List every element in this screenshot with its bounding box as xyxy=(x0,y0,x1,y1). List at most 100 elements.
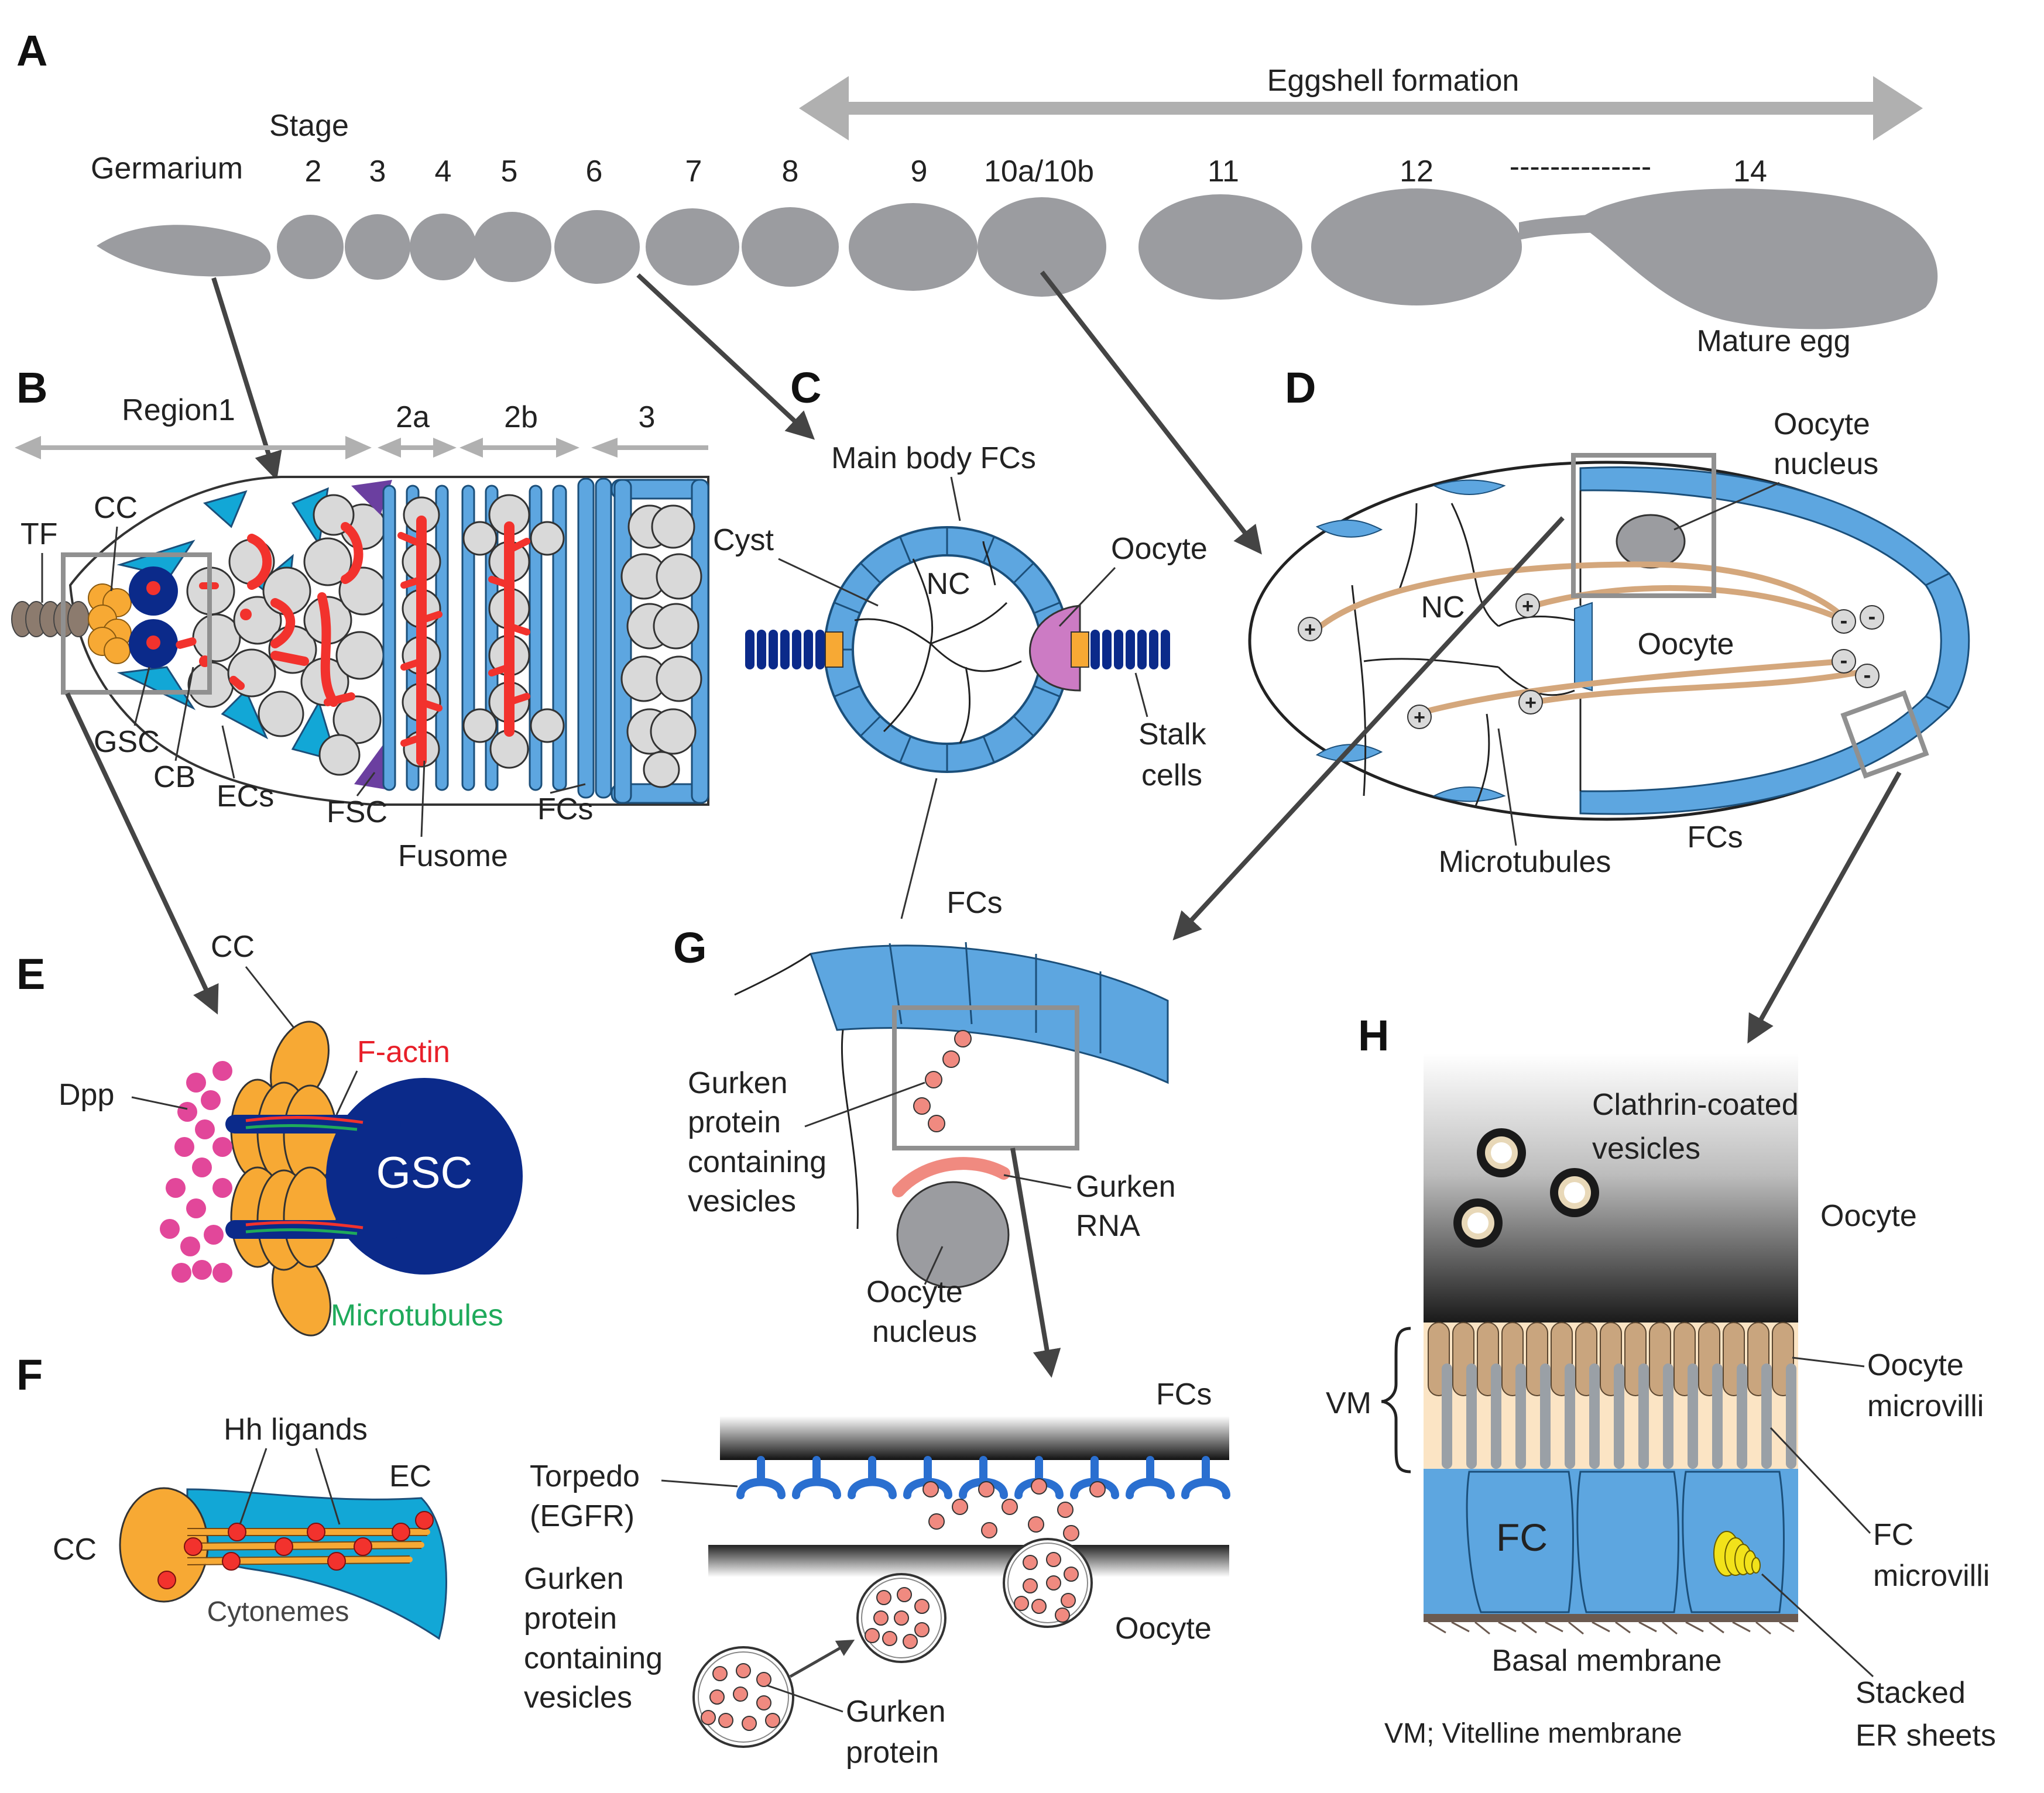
label-basal: Basal membrane xyxy=(1491,1644,1721,1678)
egg-chamber-3 xyxy=(345,214,410,280)
label-nc-c: NC xyxy=(926,567,970,601)
egg-chamber-7 xyxy=(646,208,739,286)
label-oocyte-nucleus-1: Oocyte xyxy=(1774,407,1870,441)
svg-text:-: - xyxy=(1864,663,1871,688)
label-hh-ligands: Hh ligands xyxy=(224,1413,368,1447)
label-cc-f: CC xyxy=(53,1533,97,1567)
leader-fcmv xyxy=(1769,1427,1871,1534)
leader-dpp xyxy=(131,1096,188,1110)
leader-fcs-b xyxy=(550,783,586,794)
stage-label-7: 7 xyxy=(685,154,702,188)
label-microtubules-e: Microtubules xyxy=(331,1299,503,1332)
stage-label-6: 6 xyxy=(586,154,603,188)
label-ec-f: EC xyxy=(389,1459,431,1493)
region1-label: Region1 xyxy=(122,393,235,427)
label-vm: VM xyxy=(1326,1386,1371,1420)
stage-label-11: 11 xyxy=(1208,154,1239,188)
arrow-g-down xyxy=(1010,1148,1061,1378)
torpedo-receptors xyxy=(736,1456,1230,1499)
fc-layer-d-end xyxy=(1924,572,1970,709)
label-onuc-1: Oocyte xyxy=(866,1275,963,1309)
region-arrows xyxy=(15,436,708,459)
panel-e: E CC F-actin Dpp GSC xyxy=(16,930,523,1337)
label-fusome: Fusome xyxy=(398,839,508,873)
label-cc-e: CC xyxy=(211,930,255,964)
stage-label-14: 14 xyxy=(1733,154,1767,188)
svg-text:-: - xyxy=(1868,604,1876,629)
eggshell-arrow-right-head xyxy=(1873,76,1923,140)
leader-gves xyxy=(804,1081,925,1128)
label-dpp: Dpp xyxy=(59,1078,114,1112)
arrow-b-to-e xyxy=(65,692,219,1015)
panel-b: B Region1 2a 2b 3 xyxy=(11,363,709,1015)
svg-text:-: - xyxy=(1840,648,1848,673)
leader-gprot xyxy=(766,1684,843,1713)
arrow-stage6-to-c xyxy=(636,273,815,440)
stage-label-3: 3 xyxy=(369,154,386,188)
gurken-rna-g xyxy=(892,1157,1010,1197)
label-fcs-b: FCs xyxy=(537,792,593,826)
stage-label-10: 10a/10b xyxy=(984,154,1094,188)
label-gves2-1: Gurken xyxy=(524,1562,624,1596)
panel-letter-d: D xyxy=(1285,363,1316,412)
polar-cells-right xyxy=(1071,631,1089,668)
region3-label: 3 xyxy=(639,400,656,434)
oocyte-nucleus-g xyxy=(896,1181,1010,1289)
leader-stalk xyxy=(1134,672,1148,717)
egg-chamber-10 xyxy=(978,197,1106,297)
leader-er xyxy=(1761,1573,1874,1678)
label-factin: F-actin xyxy=(357,1035,450,1069)
label-torpedo-2: (EGFR) xyxy=(530,1499,635,1533)
label-cyst: Cyst xyxy=(713,523,774,557)
egg-chamber-9 xyxy=(849,203,978,291)
label-nc-d: NC xyxy=(1421,590,1465,624)
gurken-vesicles-g xyxy=(913,1030,972,1132)
label-omv-2: microvilli xyxy=(1867,1389,1984,1423)
label-vm-footnote: VM; Vitelline membrane xyxy=(1384,1718,1682,1749)
fc-microvilli xyxy=(1442,1363,1796,1469)
panel-d: D xyxy=(1172,363,1970,1044)
label-cells: cells xyxy=(1141,758,1202,792)
arrow-d-to-h xyxy=(1747,771,1902,1044)
leader-torpedo xyxy=(661,1479,738,1488)
label-gves2-4: vesicles xyxy=(524,1681,632,1715)
panel-h: H xyxy=(1326,1011,1996,1753)
leader-hh-1 xyxy=(239,1448,267,1525)
mature-egg-shape xyxy=(1575,188,1938,329)
label-fcs-g: FCs xyxy=(946,886,1002,920)
arrow-germarium-to-b xyxy=(211,277,282,481)
stalk-cells-right xyxy=(1089,628,1171,671)
leader-fsc xyxy=(356,772,376,796)
arrow-d-to-g xyxy=(1172,516,1565,941)
egg-chamber-5 xyxy=(473,212,551,282)
germarium-label: Germarium xyxy=(91,152,243,186)
gurken-vesicle-middle xyxy=(856,1573,946,1663)
label-gprot-1: Gurken xyxy=(846,1695,946,1729)
label-fsc: FSC xyxy=(327,795,387,829)
clathrin-vesicles xyxy=(1453,1128,1599,1248)
panel-f: F Hh ligands EC CC Cytonemes xyxy=(16,1351,447,1640)
leader-mt-d xyxy=(1497,728,1517,846)
label-fcs-d: FCs xyxy=(1687,820,1743,854)
label-cb: CB xyxy=(153,760,196,794)
zoom-box-d-fc xyxy=(1840,690,1929,779)
leader-fusome xyxy=(420,760,426,837)
gurken-vesicle-fusing xyxy=(1003,1538,1093,1628)
fsc-top xyxy=(351,480,392,515)
cell-boundary-g-inner xyxy=(841,1029,859,1229)
eggshell-arrow-left-head xyxy=(799,76,849,140)
cc-e-cluster xyxy=(230,1078,338,1271)
label-cc: CC xyxy=(94,491,138,525)
leader-cc-e xyxy=(245,966,297,1031)
arrow-stage10-to-d xyxy=(1040,270,1262,555)
label-oocyte-d: Oocyte xyxy=(1638,627,1734,661)
svg-text:+: + xyxy=(1522,595,1534,617)
minus-signs: - - - - xyxy=(1840,604,1876,688)
eggshell-label: Eggshell formation xyxy=(1267,64,1520,98)
leader-omv xyxy=(1792,1356,1865,1368)
label-stalk: Stalk xyxy=(1138,717,1207,751)
fc-dividers-g xyxy=(889,942,1102,1053)
mt-minus-ends xyxy=(1832,605,1884,688)
label-onuc-2: nucleus xyxy=(872,1315,977,1349)
leader-c-to-g xyxy=(900,778,938,919)
